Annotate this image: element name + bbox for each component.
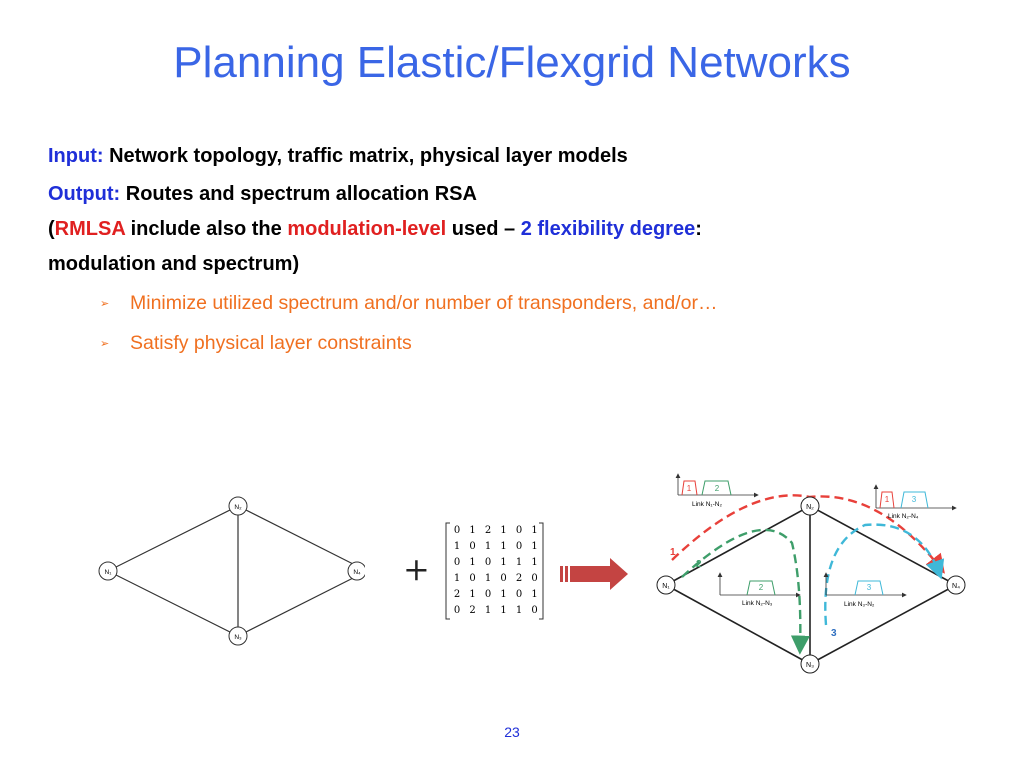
bullet-arrow-icon: ➢ — [100, 298, 110, 311]
svg-text:2: 2 — [715, 484, 720, 493]
svg-text:1: 1 — [885, 495, 890, 504]
spectrum-panel-n2n3: 2 Link N₂-N₃ — [717, 572, 801, 607]
matrix-cell: 2 — [485, 525, 491, 536]
used-text: used – — [446, 218, 521, 240]
matrix-cell: 1 — [500, 589, 506, 600]
matrix-cell: 1 — [454, 573, 460, 584]
topology-node-n1: N₁ — [98, 561, 118, 581]
matrix-cell: 1 — [500, 525, 506, 536]
modulation-spectrum-line: modulation and spectrum) — [48, 253, 300, 275]
page-number: 23 — [504, 724, 520, 740]
matrix-cell: 0 — [500, 573, 506, 584]
lightpath-label-1: 1 — [670, 547, 676, 558]
rmlsa-term: RMLSA — [54, 218, 126, 240]
flex-degree-term: 2 flexibility degree — [520, 218, 696, 240]
rsa-result-diagram: 1 2 3 N₁ N₂ N₃ N₄ 1 2 Link N₁-N₂ 1 3 Lin… — [656, 473, 966, 674]
bullet-item-1: ➢ Minimize utilized spectrum and/or numbe… — [100, 292, 717, 315]
lightpath-3 — [824, 523, 945, 626]
matrix-cell: 2 — [516, 573, 522, 584]
bullet-arrow-icon: ➢ — [100, 338, 110, 351]
topology-node-n4: N₄ — [347, 561, 365, 581]
svg-text:N₄: N₄ — [952, 583, 960, 590]
lightpath-label-3: 3 — [831, 628, 837, 639]
matrix-cell: 1 — [500, 605, 506, 616]
matrix-cell: 0 — [454, 557, 460, 568]
matrix-cell: 0 — [531, 573, 537, 584]
result-node-n1: N₁ — [656, 575, 676, 595]
matrix-cell: 0 — [454, 605, 460, 616]
matrix-cell: 0 — [531, 605, 537, 616]
svg-text:3: 3 — [912, 495, 917, 504]
svg-text:N₁: N₁ — [105, 569, 113, 576]
svg-text:Link N₁-N₂: Link N₁-N₂ — [692, 501, 722, 508]
matrix-cell: 2 — [454, 589, 460, 600]
svg-text:N₃: N₃ — [806, 662, 814, 669]
matrix-cell: 1 — [516, 557, 522, 568]
matrix-cell: 1 — [485, 605, 491, 616]
matrix-cell: 1 — [500, 541, 506, 552]
plus-sign: + — [403, 550, 430, 588]
rmlsa-line: (RMLSA include also the modulation-level… — [48, 218, 702, 241]
svg-text:N₁: N₁ — [662, 583, 670, 590]
matrix-cell: 0 — [485, 557, 491, 568]
result-node-n3: N₃ — [800, 654, 820, 674]
spectrum-panel-n1n2: 1 2 Link N₁-N₂ — [675, 473, 759, 508]
output-line: Output: Routes and spectrum allocation R… — [48, 183, 477, 206]
spectrum-panel-n3n2: 3 Link N₃-N₂ — [823, 572, 907, 608]
topology-node-n2: N₂ — [228, 496, 248, 516]
bullet-text-1: Minimize utilized spectrum and/or number… — [130, 292, 718, 314]
matrix-cell: 1 — [469, 589, 475, 600]
svg-text:N₂: N₂ — [806, 504, 814, 511]
matrix-cell: 1 — [469, 525, 475, 536]
matrix-cell: 1 — [469, 557, 475, 568]
matrix-cell: 0 — [469, 573, 475, 584]
matrix-cell: 1 — [531, 557, 537, 568]
matrix-cell: 1 — [531, 525, 537, 536]
matrix-cell: 1 — [454, 541, 460, 552]
matrix-cell: 1 — [531, 589, 537, 600]
topology-diagram: N₁ N₂ N₃ N₄ — [98, 496, 365, 646]
svg-text:3: 3 — [867, 583, 872, 592]
svg-text:1: 1 — [687, 484, 692, 493]
paren-open: ( — [48, 218, 55, 240]
matrix-cell: 0 — [516, 541, 522, 552]
matrix-cell: 0 — [469, 541, 475, 552]
input-label: Input: — [48, 145, 104, 167]
spectrum-panel-n2n4: 1 3 Link N₂-N₄ — [873, 484, 957, 520]
matrix-cell: 1 — [485, 541, 491, 552]
svg-text:Link N₃-N₂: Link N₃-N₂ — [844, 601, 875, 608]
bullet-item-2: ➢ Satisfy physical layer constraints — [100, 332, 412, 355]
colon: : — [695, 218, 702, 240]
matrix-cell: 0 — [485, 589, 491, 600]
modulation-level-term: modulation-level — [287, 218, 447, 240]
matrix-cell: 0 — [454, 525, 460, 536]
matrix-cell: 1 — [500, 557, 506, 568]
svg-text:Link N₂-N₃: Link N₂-N₃ — [742, 600, 773, 607]
matrix-cell: 2 — [469, 605, 475, 616]
transform-arrow-icon — [560, 558, 628, 590]
svg-text:N₃: N₃ — [234, 634, 242, 641]
output-text: Routes and spectrum allocation RSA — [120, 183, 477, 205]
input-text: Network topology, traffic matrix, physic… — [103, 145, 628, 167]
svg-text:Link N₂-N₄: Link N₂-N₄ — [888, 513, 919, 520]
matrix-cell: 1 — [531, 541, 537, 552]
topology-node-n3: N₃ — [228, 626, 248, 646]
input-line: Input: Network topology, traffic matrix,… — [48, 145, 628, 168]
lightpath-label-2: 2 — [696, 559, 702, 570]
svg-text:N₄: N₄ — [353, 569, 361, 576]
lightpath-2 — [681, 528, 811, 655]
matrix-cell: 1 — [516, 605, 522, 616]
result-node-n4: N₄ — [946, 575, 966, 595]
output-label: Output: — [48, 183, 121, 205]
matrix-cell: 0 — [516, 525, 522, 536]
result-node-n2: N₂ — [800, 496, 820, 516]
include-text: include also the — [125, 218, 288, 240]
svg-text:N₂: N₂ — [234, 504, 242, 511]
bullet-text-2: Satisfy physical layer constraints — [130, 332, 412, 354]
svg-text:2: 2 — [759, 583, 764, 592]
matrix-cell: 0 — [516, 589, 522, 600]
matrix-cell: 1 — [485, 573, 491, 584]
slide-title: Planning Elastic/Flexgrid Networks — [173, 38, 851, 87]
